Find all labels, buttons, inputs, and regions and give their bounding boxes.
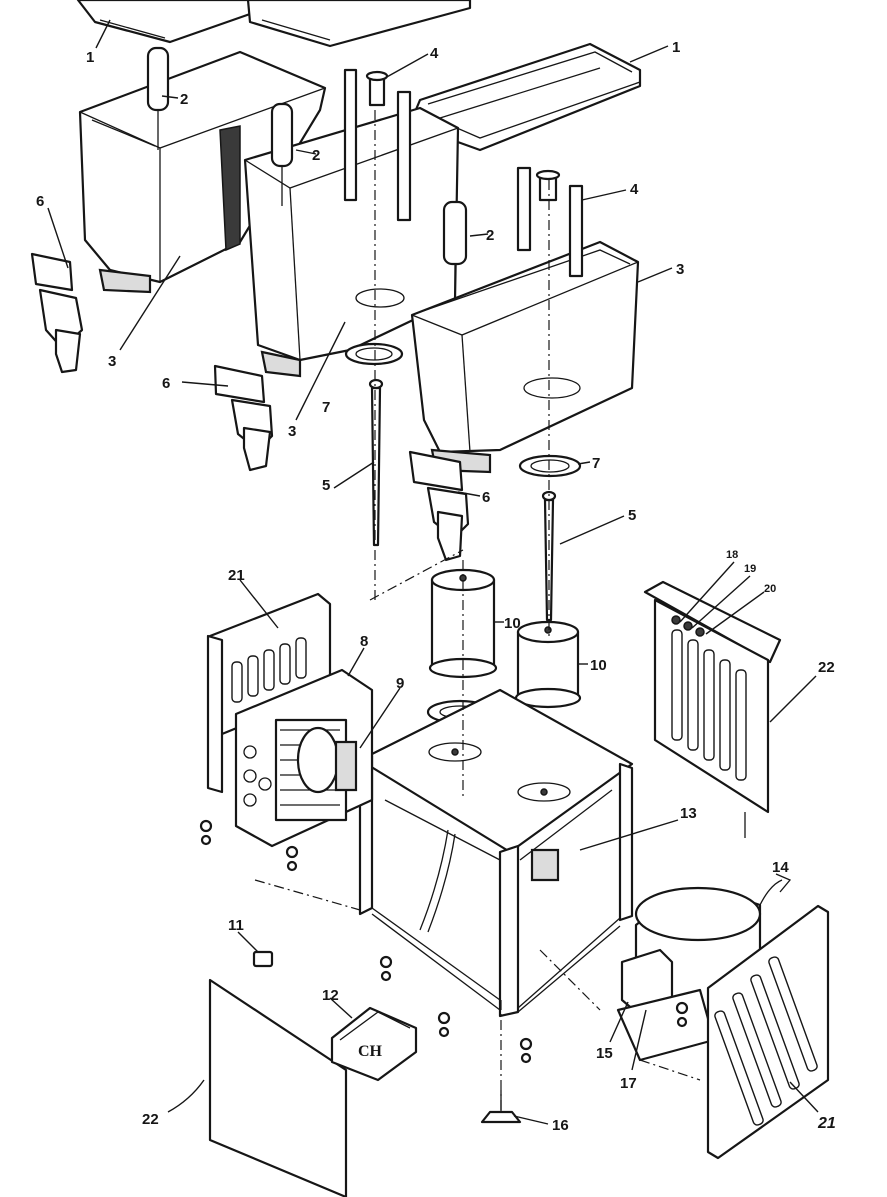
label-21-right: 21	[817, 1115, 836, 1132]
label-7-middle: 7	[322, 399, 330, 416]
tap-left	[30, 252, 84, 374]
auger-right	[516, 166, 584, 278]
fan-9	[296, 726, 358, 794]
label-6-middle: 6	[162, 375, 170, 392]
label-8: 8	[360, 633, 368, 650]
assembly-centerlines	[254, 110, 701, 1110]
label-18: 18	[726, 549, 738, 561]
label-21-left: 21	[228, 567, 245, 584]
evaporator-right	[514, 620, 582, 709]
switch-11	[252, 950, 274, 968]
bowl-right	[410, 240, 640, 474]
front-panel-left-22	[208, 978, 348, 1197]
tap-middle	[213, 364, 274, 472]
label-3-right: 3	[676, 261, 684, 278]
auger-middle	[343, 68, 412, 222]
screws	[199, 819, 689, 1064]
lid-top-left	[76, 0, 252, 44]
compressor-14	[616, 873, 792, 1062]
label-2-right: 2	[486, 227, 494, 244]
label-15: 15	[596, 1045, 613, 1062]
gasket-right	[518, 454, 582, 478]
lid-top-center	[246, 0, 472, 48]
label-17: 17	[620, 1075, 637, 1092]
heater-12: CH	[330, 1006, 418, 1082]
side-panel-right-22	[643, 580, 782, 838]
chassis-frame	[358, 688, 634, 1018]
label-4-right: 4	[630, 181, 639, 198]
front-panel-right-21	[706, 904, 830, 1160]
label-19: 19	[744, 563, 756, 575]
label-9: 9	[396, 675, 404, 692]
label-4-middle: 4	[430, 45, 439, 62]
label-3-left: 3	[108, 353, 116, 370]
heater-marking: CH	[358, 1043, 383, 1060]
label-6-right: 6	[482, 489, 490, 506]
shaft-middle	[368, 378, 384, 547]
label-13: 13	[680, 805, 697, 822]
tap-right	[408, 450, 470, 562]
label-1-right: 1	[672, 39, 680, 56]
bowl-left	[78, 50, 327, 294]
label-10-left: 10	[504, 615, 521, 632]
label-20: 20	[764, 583, 776, 595]
label-16: 16	[552, 1117, 569, 1134]
label-2-left: 2	[180, 91, 188, 108]
label-1-top-left: 1	[86, 49, 94, 66]
gasket-middle	[344, 342, 404, 366]
part-numbers: 1 1 2 2 2 4 4 3 3 3 6 6 6 7 7 5 5 10 10 …	[36, 39, 836, 1134]
label-12: 12	[322, 987, 339, 1004]
label-6-left: 6	[36, 193, 44, 210]
leader-lines	[47, 19, 819, 1125]
dasher-handle-right	[442, 200, 468, 300]
dasher-handle-middle	[270, 102, 294, 206]
label-3-middle: 3	[288, 423, 296, 440]
label-7-right: 7	[592, 455, 600, 472]
label-2-middle: 2	[312, 147, 320, 164]
dasher-handle-left	[146, 46, 170, 150]
label-14: 14	[772, 859, 789, 876]
label-22-left: 22	[142, 1111, 159, 1128]
label-11: 11	[228, 917, 244, 934]
label-22-right: 22	[818, 659, 835, 676]
label-5-middle: 5	[322, 477, 330, 494]
label-5-right: 5	[628, 507, 636, 524]
label-10-right: 10	[590, 657, 607, 674]
